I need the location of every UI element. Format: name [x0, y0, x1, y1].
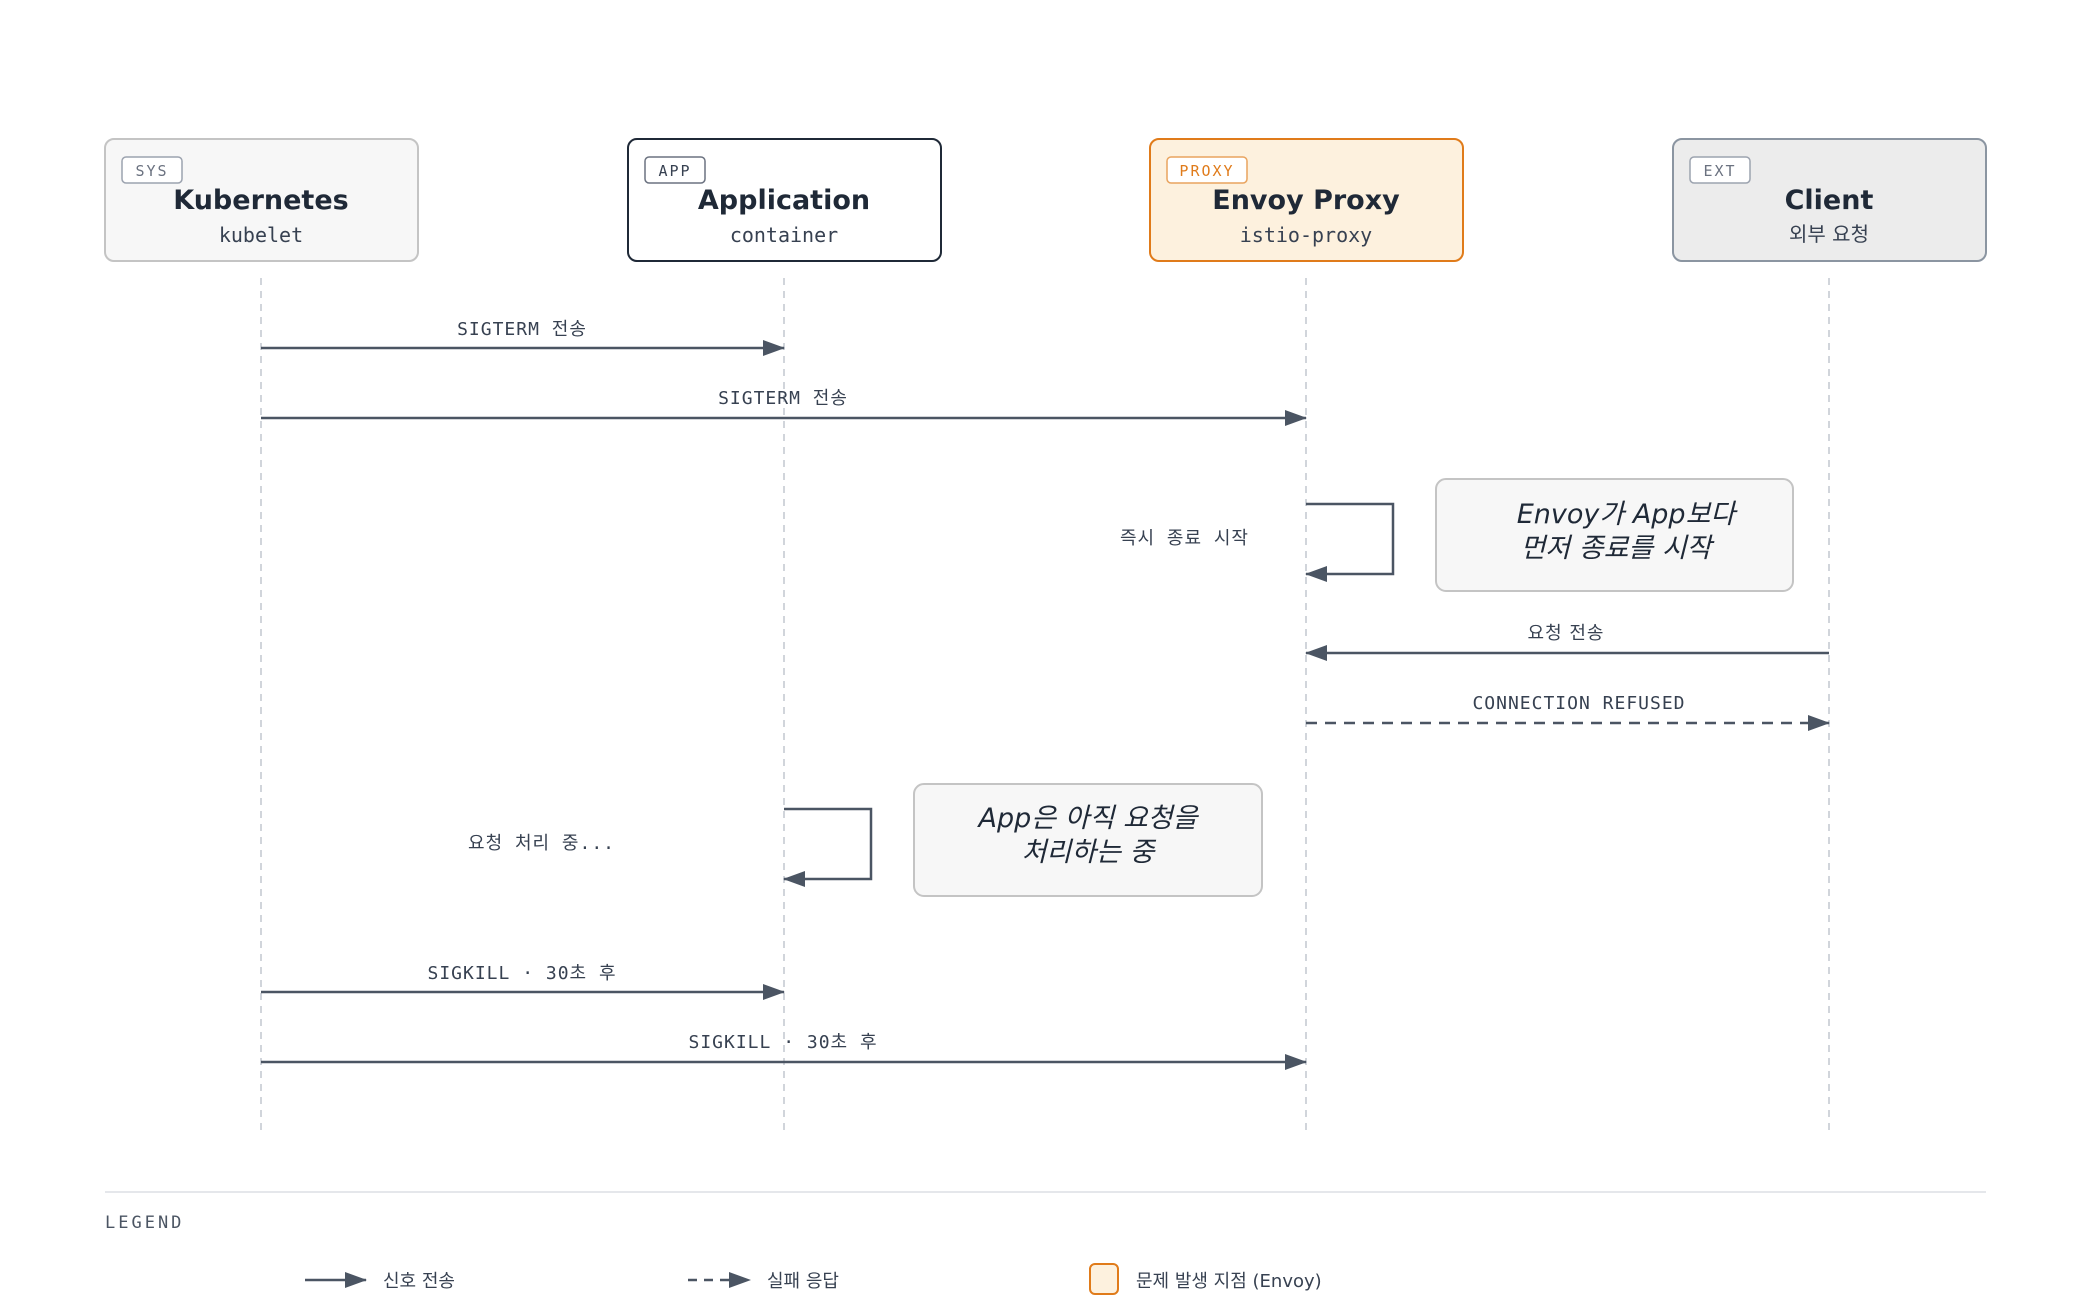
actor-kubernetes: SYS Kubernetes kubelet	[104, 138, 419, 262]
badge-ext	[1689, 156, 1751, 184]
actor-badge: SYS	[135, 162, 168, 180]
actor-title: Kubernetes	[173, 185, 348, 216]
actor-title: Client	[1785, 185, 1874, 216]
note-line: 먼저 종료를 시작	[1520, 533, 1714, 564]
actor-subtitle: 외부 요청	[1789, 222, 1869, 246]
message-label: 요청 처리 중...	[468, 833, 615, 854]
actor-envoy-proxy: PROXY Envoy Proxy istio-proxy	[1149, 138, 1464, 262]
note-line: Envoy가 App보다	[1517, 499, 1739, 530]
legend-item-solid: 신호 전송	[305, 1271, 455, 1292]
message-sigkill-app: SIGKILL · 30초 후	[261, 963, 785, 1000]
legend-item-highlight: 문제 발생 지점 (Envoy)	[1089, 1263, 1322, 1295]
message-connection-refused: CONNECTION REFUSED	[1306, 693, 1830, 731]
message-label: SIGTERM 전송	[457, 319, 587, 340]
note-envoy-first: Envoy가 App보다 먼저 종료를 시작	[1435, 478, 1794, 592]
note-app-processing: App은 아직 요청을 처리하는 중	[913, 783, 1263, 897]
actor-client: EXT Client 외부 요청	[1672, 138, 1987, 262]
note-line: App은 아직 요청을	[977, 803, 1200, 834]
message-label: SIGTERM 전송	[718, 388, 848, 409]
legend-label: 문제 발생 지점 (Envoy)	[1136, 1271, 1322, 1292]
legend-label: 신호 전송	[383, 1271, 455, 1292]
actor-badge: EXT	[1703, 162, 1736, 180]
message-sigterm-envoy: SIGTERM 전송	[261, 388, 1307, 426]
actor-badge: APP	[658, 162, 691, 180]
actor-subtitle: container	[730, 223, 838, 247]
actor-title: Envoy Proxy	[1212, 185, 1400, 216]
message-label: SIGKILL · 30초 후	[428, 963, 617, 984]
message-label: 즉시 종료 시작	[1120, 528, 1249, 549]
highlight-box-icon	[1089, 1263, 1119, 1295]
actor-title: Application	[698, 185, 870, 216]
actor-badge: PROXY	[1179, 162, 1234, 180]
note-line: 처리하는 중	[1022, 837, 1157, 868]
message-sigterm-app: SIGTERM 전송	[261, 319, 785, 356]
legend-item-dashed: 실패 응답	[688, 1271, 839, 1292]
actor-subtitle: istio-proxy	[1240, 223, 1372, 247]
message-envoy-self: 즉시 종료 시작	[1120, 502, 1395, 582]
badge-proxy	[1166, 156, 1248, 184]
legend-title: LEGEND	[105, 1213, 184, 1233]
legend-label: 실패 응답	[767, 1271, 839, 1292]
actor-subtitle: kubelet	[219, 223, 303, 247]
message-client-request: 요청 전송	[1305, 623, 1829, 661]
message-label: CONNECTION REFUSED	[1472, 693, 1685, 714]
badge-sys	[121, 156, 183, 184]
actor-application: APP Application container	[627, 138, 942, 262]
message-label: 요청 전송	[1528, 623, 1605, 644]
message-label: SIGKILL · 30초 후	[689, 1032, 878, 1053]
badge-app	[644, 156, 706, 184]
message-app-self: 요청 처리 중...	[468, 807, 873, 887]
message-sigkill-envoy: SIGKILL · 30초 후	[261, 1032, 1307, 1070]
